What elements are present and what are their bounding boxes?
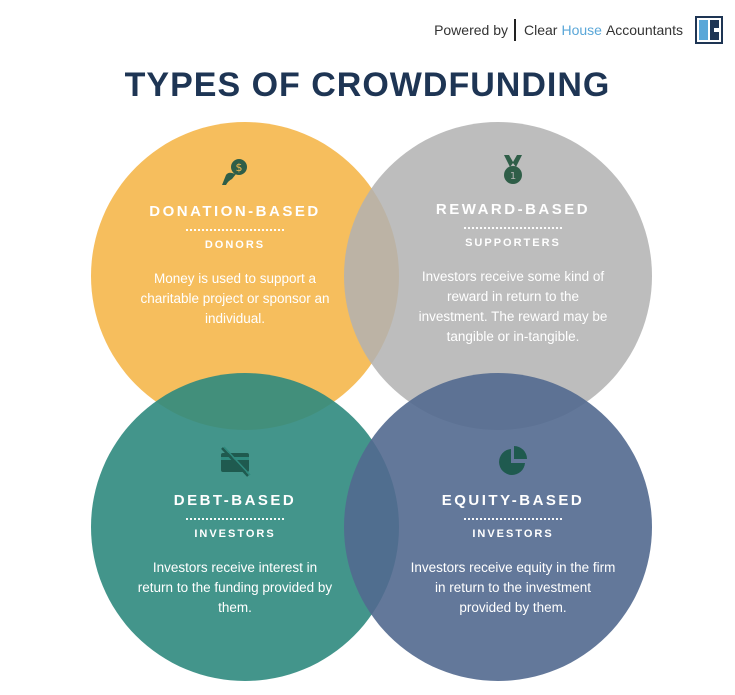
type-name: REWARD-BASED	[435, 201, 591, 218]
title-part-2: CROWDFUNDING	[311, 66, 611, 104]
donation-block: $ DONATION-BASED DONORS Money is used to…	[105, 155, 365, 329]
type-description: Money is used to support a charitable pr…	[140, 271, 330, 326]
type-name: DEBT-BASED	[173, 492, 297, 509]
dotted-divider	[186, 229, 284, 231]
dotted-divider	[186, 518, 284, 520]
reward-block: 1 REWARD-BASED SUPPORTERS Investors rece…	[378, 153, 648, 347]
type-description: Investors receive equity in the firm in …	[410, 560, 616, 615]
card-slash-icon	[221, 446, 251, 477]
type-audience: INVESTORS	[472, 528, 554, 540]
medal-icon: 1	[504, 155, 522, 184]
reward-circle	[344, 122, 652, 430]
brand-divider	[514, 19, 516, 41]
type-audience: SUPPORTERS	[465, 237, 561, 249]
brand-name-accountants: Accountants	[605, 22, 683, 38]
page-title: TYPES OF CROWDFUNDING	[0, 66, 735, 105]
type-audience: INVESTORS	[194, 528, 276, 540]
dotted-divider	[464, 518, 562, 520]
brand-name-house: House	[561, 22, 602, 38]
equity-block: EQUITY-BASED INVESTORS Investors receive…	[378, 444, 648, 618]
donation-circle	[91, 122, 399, 430]
brand-header: Powered by Clear House Accountants	[434, 14, 723, 46]
pie-chart-icon	[499, 446, 527, 475]
brand-name-clear: Clear	[524, 22, 558, 38]
dotted-divider	[464, 227, 562, 229]
debt-block: DEBT-BASED INVESTORS Investors receive i…	[105, 444, 365, 618]
svg-text:1: 1	[510, 171, 516, 182]
powered-by-label: Powered by	[434, 22, 508, 38]
brand-logo-icon	[695, 16, 723, 44]
debt-circle	[91, 373, 399, 681]
type-name: EQUITY-BASED	[441, 492, 585, 509]
type-audience: DONORS	[204, 239, 266, 251]
title-part-1: TYPES OF	[124, 66, 301, 104]
type-description: Investors receive interest in return to …	[137, 560, 333, 615]
hand-coin-icon: $	[222, 159, 247, 185]
type-description: Investors receive some kind of reward in…	[418, 269, 608, 344]
svg-text:$: $	[236, 161, 243, 174]
type-name: DONATION-BASED	[149, 203, 321, 220]
equity-circle	[344, 373, 652, 681]
